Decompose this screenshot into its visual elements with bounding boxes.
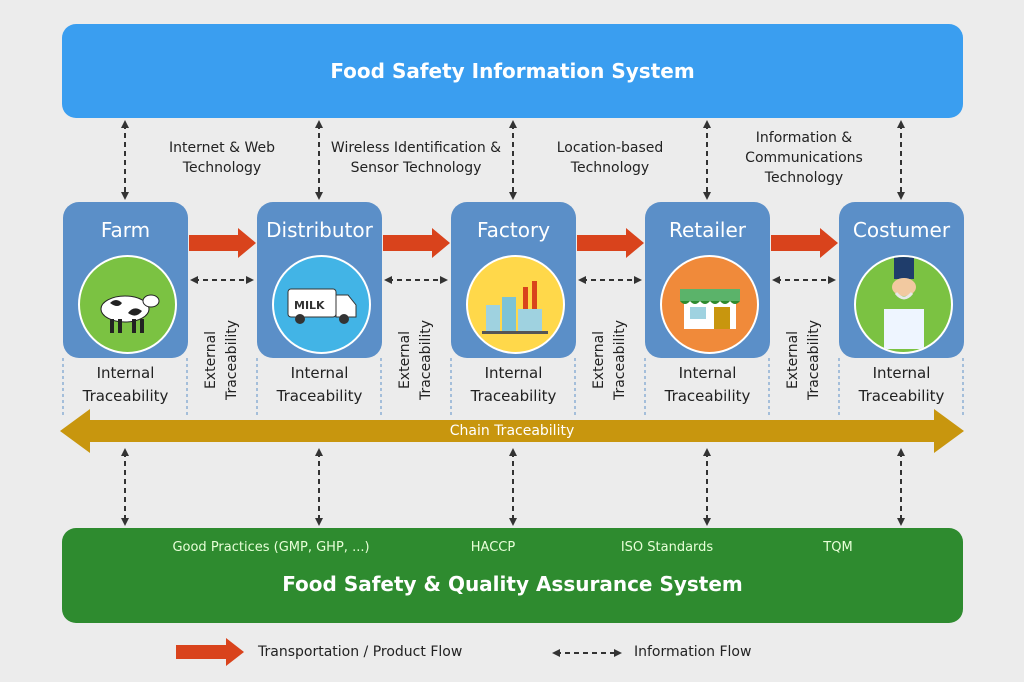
factory-icon [466, 255, 565, 354]
label-line: External [785, 330, 801, 390]
flow-arrow-retailer-costumer [771, 228, 838, 258]
food-safety-information-system: Food Safety Information System [62, 24, 963, 118]
node-title: Retailer [668, 218, 747, 242]
tech-line: Wireless Identification & [330, 140, 502, 156]
node-title: Farm [100, 218, 151, 242]
internal-traceability-farm: Internal Traceability [63, 362, 188, 408]
label-line: Traceability [858, 387, 945, 405]
svg-text:MILK: MILK [294, 299, 325, 312]
label-line: Internal [872, 364, 931, 382]
food-safety-quality-assurance-system: Good Practices (GMP, GHP, ...) HACCP ISO… [62, 528, 963, 623]
top-system-title: Food Safety Information System [330, 59, 695, 83]
node-costumer: Costumer [839, 202, 964, 358]
tech-label-internet: Internet & Web Technology [169, 138, 275, 178]
label-line: Traceability [82, 387, 169, 405]
label-line: Internal [678, 364, 737, 382]
label-line: Traceability [612, 319, 628, 401]
node-distributor: Distributor MILK [257, 202, 382, 358]
flow-arrow-distributor-factory [383, 228, 450, 258]
node-farm: Farm [63, 202, 188, 358]
tech-line: Technology [570, 160, 650, 176]
tech-line: Technology [764, 170, 844, 186]
tech-line: Sensor Technology [350, 160, 482, 176]
practice-good-practices: Good Practices (GMP, GHP, ...) [172, 540, 370, 555]
label-line: Traceability [276, 387, 363, 405]
label-line: Traceability [224, 319, 240, 401]
node-title: Distributor [266, 218, 373, 242]
label-line: Traceability [664, 387, 751, 405]
practice-tqm: TQM [823, 540, 853, 555]
flow-arrow-farm-distributor [189, 228, 256, 258]
chain-traceability-label: Chain Traceability [449, 423, 575, 439]
bottom-system-title: Food Safety & Quality Assurance System [282, 572, 743, 596]
label-line: Internal [290, 364, 349, 382]
shopping-bag-hand-icon [854, 255, 953, 354]
node-factory: Factory [451, 202, 576, 358]
internal-traceability-factory: Internal Traceability [451, 362, 576, 408]
internal-traceability-distributor: Internal Traceability [257, 362, 382, 408]
label-line: External [203, 330, 219, 390]
tech-label-location: Location-based Technology [557, 138, 664, 178]
external-traceability-4: External Traceability [774, 305, 834, 415]
tech-line: Communications [745, 150, 863, 166]
store-icon [660, 255, 759, 354]
internal-traceability-retailer: Internal Traceability [645, 362, 770, 408]
external-traceability-3: External Traceability [580, 305, 640, 415]
tech-line: Internet & Web [169, 140, 275, 156]
node-title: Costumer [852, 218, 951, 242]
legend-transport-label: Transportation / Product Flow [258, 644, 463, 660]
tech-label-wireless: Wireless Identification & Sensor Technol… [331, 138, 501, 178]
tech-label-ict: Information & Communications Technology [745, 128, 863, 188]
label-line: External [591, 330, 607, 390]
node-title: Factory [476, 218, 551, 242]
legend-transport-arrow [176, 638, 244, 666]
milk-truck-icon: MILK [272, 255, 371, 354]
practice-haccp: HACCP [470, 540, 516, 555]
label-line: Traceability [418, 319, 434, 401]
external-traceability-1: External Traceability [192, 305, 252, 415]
cow-icon [78, 255, 177, 354]
tech-line: Technology [182, 160, 262, 176]
internal-traceability-costumer: Internal Traceability [839, 362, 964, 408]
tech-line: Location-based [556, 140, 664, 156]
label-line: Traceability [470, 387, 557, 405]
legend-information-label: Information Flow [634, 644, 752, 660]
label-line: Internal [96, 364, 155, 382]
tech-line: Information & [755, 130, 853, 146]
label-line: Internal [484, 364, 543, 382]
label-line: External [397, 330, 413, 390]
external-traceability-2: External Traceability [386, 305, 446, 415]
label-line: Traceability [806, 319, 822, 401]
flow-arrow-factory-retailer [577, 228, 644, 258]
chain-traceability-arrow [60, 409, 964, 453]
practice-iso: ISO Standards [620, 540, 714, 555]
node-retailer: Retailer [645, 202, 770, 358]
